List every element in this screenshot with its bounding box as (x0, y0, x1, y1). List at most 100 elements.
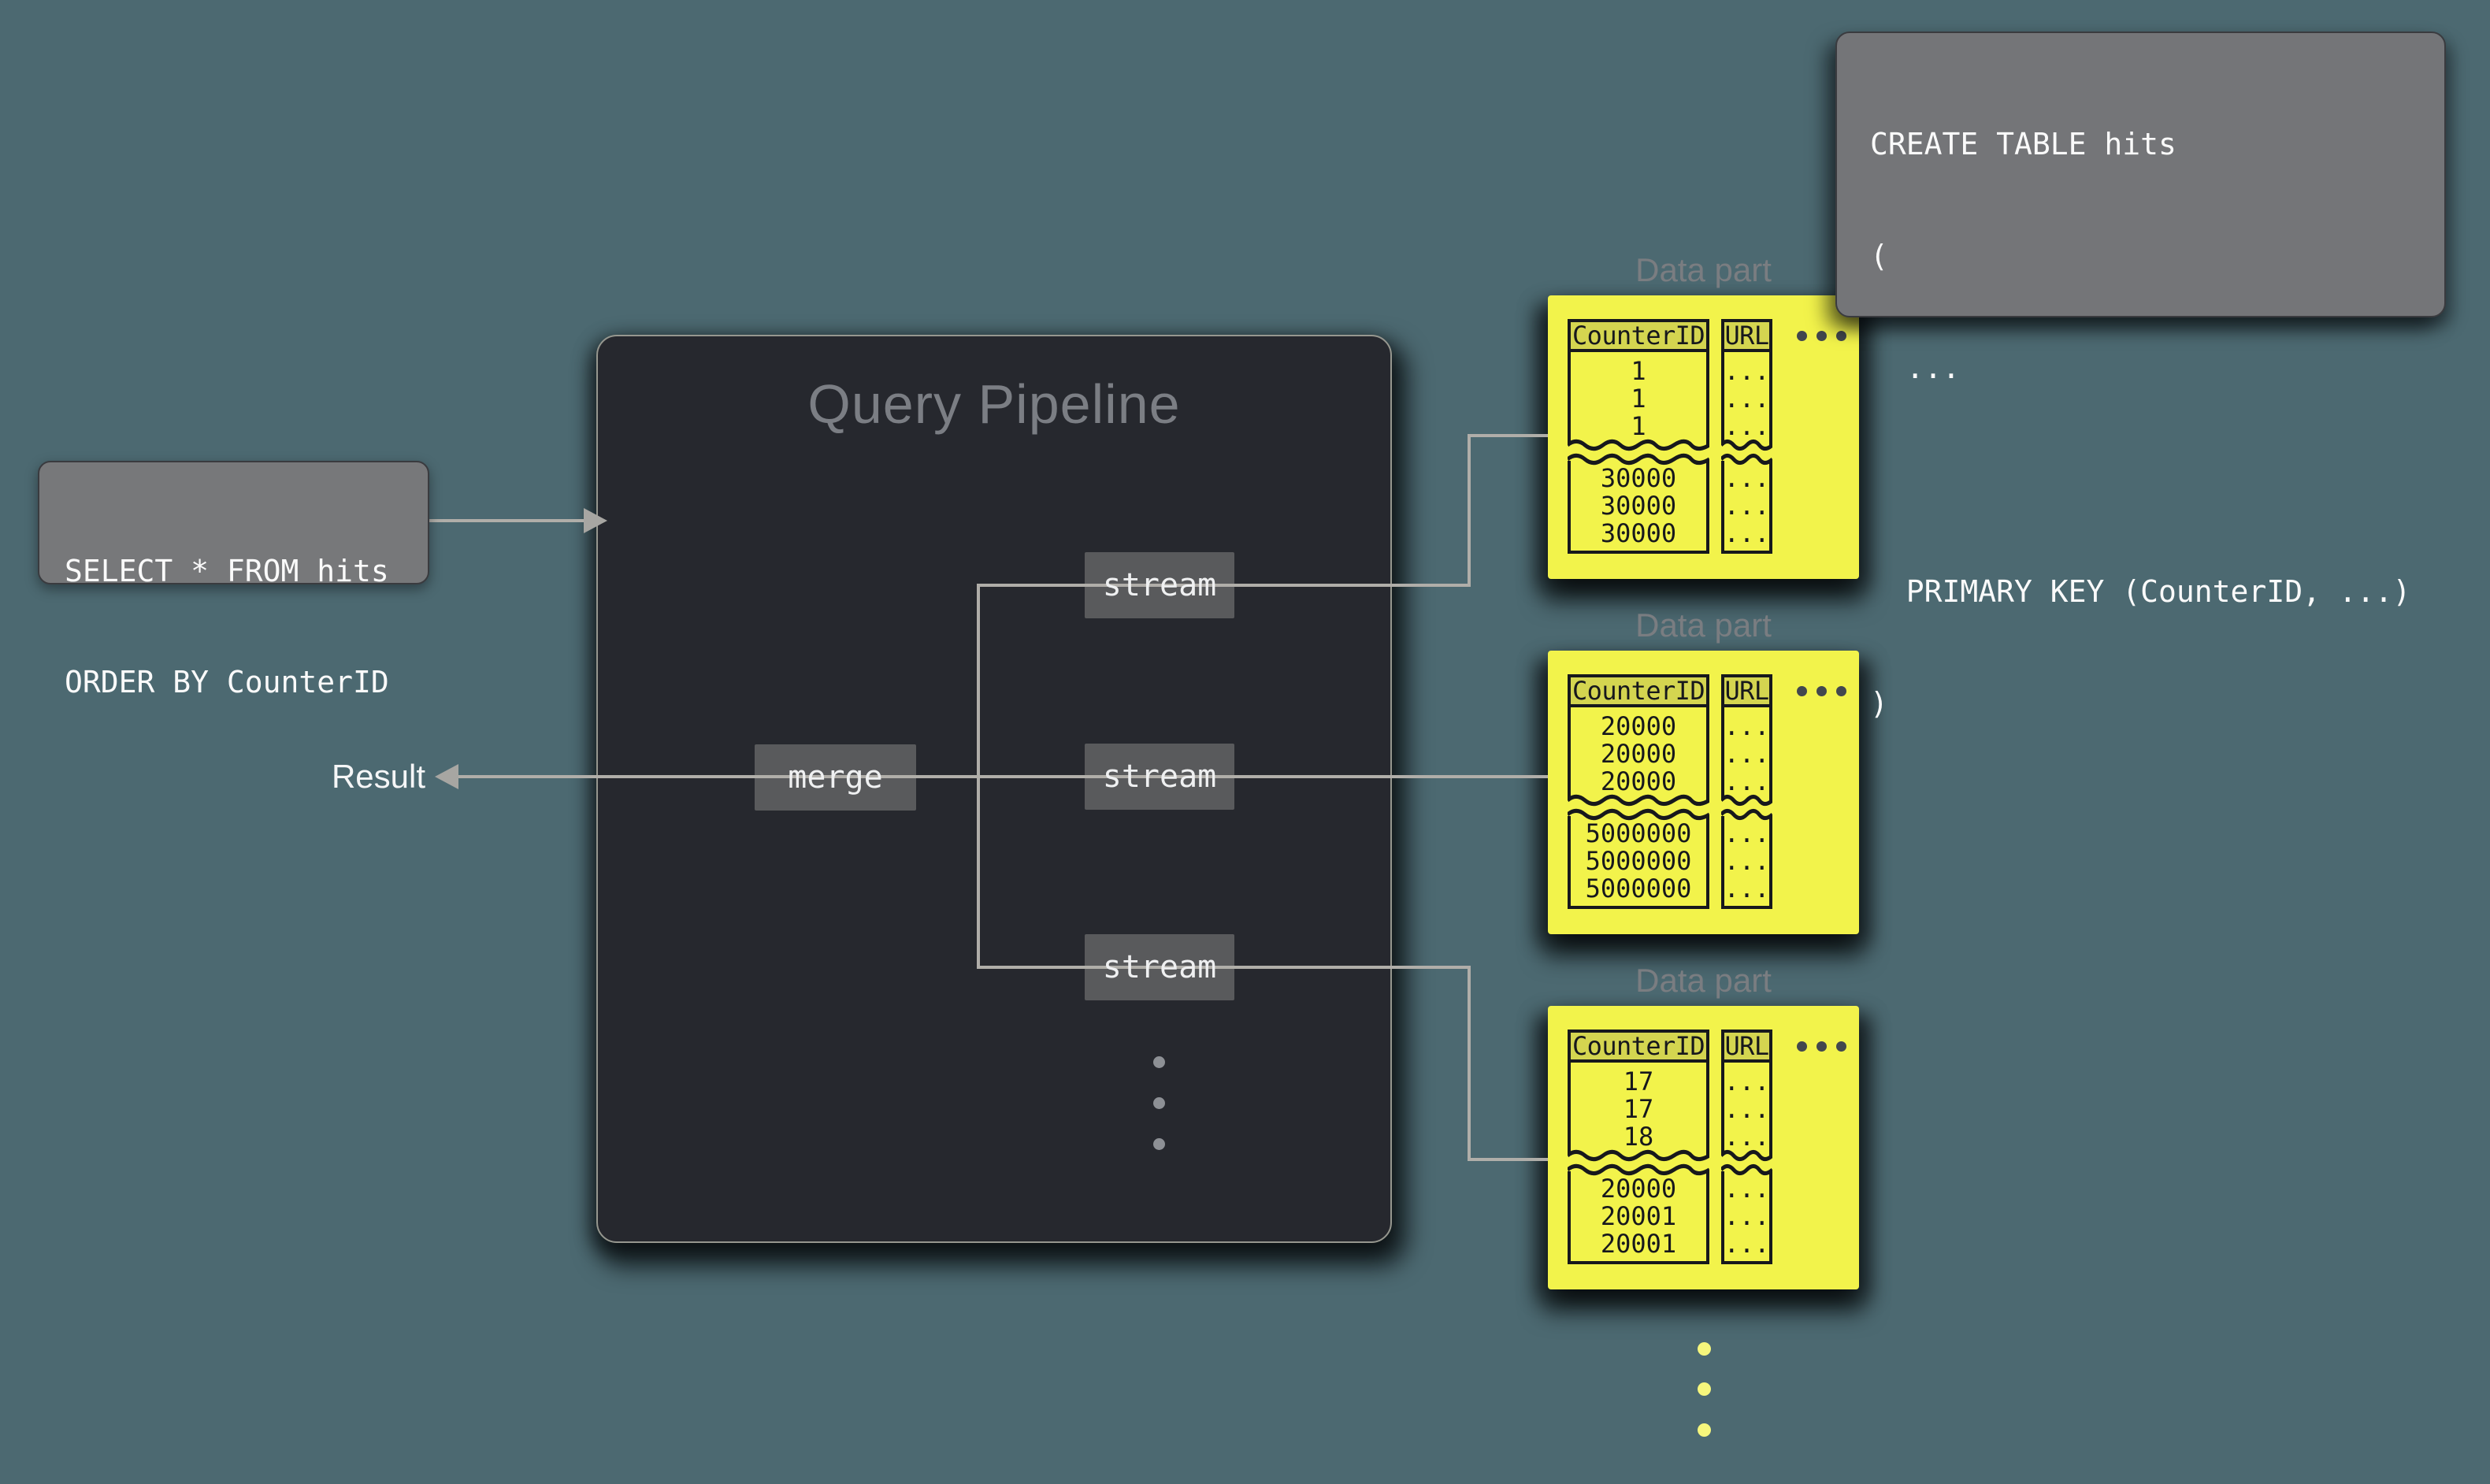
merge-to-result-line (455, 775, 1548, 778)
url-values-top: ... ... ... (1721, 1063, 1772, 1162)
wavy-break (1721, 808, 1772, 821)
cell-value: 17 (1623, 1066, 1654, 1096)
cell-value: ... (1724, 873, 1770, 903)
cell-value: 30000 (1600, 490, 1677, 521)
cell-value: 5000000 (1585, 845, 1692, 876)
wavy-break (1721, 794, 1772, 807)
cell-value: ... (1724, 490, 1770, 521)
stream3-to-datapart3-line (1468, 1158, 1548, 1161)
pipeline-ellipsis-dot (1153, 1138, 1165, 1150)
wavy-break (1568, 439, 1709, 451)
data-part-label: Data part (1635, 251, 1772, 288)
stream-node-label-3: stream (1102, 949, 1217, 985)
cell-value: 20000 (1600, 766, 1677, 796)
cell-value: ... (1724, 766, 1770, 796)
more-data-parts-dot (1698, 1423, 1711, 1437)
cell-value: ... (1724, 1200, 1770, 1231)
cell-value: ... (1724, 1173, 1770, 1204)
url-values-bottom: ... ... ... (1721, 808, 1772, 909)
counterid-values-top: 17 17 18 (1568, 1063, 1709, 1162)
cell-value: 1 (1631, 410, 1646, 441)
wavy-break (1568, 794, 1709, 807)
cell-value: 30000 (1600, 462, 1677, 493)
code-line: ( (1870, 239, 1888, 273)
arrow-left-icon (435, 764, 458, 789)
stream1-to-datapart1-line (1468, 434, 1548, 437)
cell-value: ... (1724, 1093, 1770, 1124)
cell-value: 5000000 (1585, 873, 1692, 903)
code-line: ... (1870, 351, 1961, 385)
data-part-box-2: Data part CounterID 20000 20000 20000 50… (1548, 607, 1859, 934)
cell-value: ... (1724, 818, 1770, 848)
url-column-header: URL (1721, 674, 1772, 707)
url-values-bottom: ... ... ... (1721, 1163, 1772, 1264)
cell-value: 20000 (1600, 710, 1677, 741)
more-columns-ellipsis-icon (1797, 1041, 1846, 1052)
code-line: CREATE TABLE hits (1870, 127, 2176, 161)
cell-value: 20001 (1600, 1228, 1677, 1259)
url-column-header: URL (1721, 1030, 1772, 1063)
stream-fanout-vertical-line (977, 584, 980, 969)
cell-value: ... (1724, 1228, 1770, 1259)
counterid-values-bottom: 5000000 5000000 5000000 (1568, 808, 1709, 909)
cell-value: 20001 (1600, 1200, 1677, 1231)
cell-value: ... (1724, 738, 1770, 769)
counterid-values-top: 1 1 1 (1568, 352, 1709, 451)
cell-value: ... (1724, 1066, 1770, 1096)
more-data-parts-dot (1698, 1382, 1711, 1396)
more-columns-ellipsis-icon (1797, 686, 1846, 696)
counterid-column-header: CounterID (1568, 674, 1709, 707)
wavy-break (1568, 808, 1709, 821)
result-label: Result (331, 758, 425, 795)
stream-node-label-1: stream (1102, 567, 1217, 603)
wavy-break (1721, 1149, 1772, 1162)
cell-value: ... (1724, 383, 1770, 414)
cell-value: 1 (1631, 355, 1646, 386)
data-part-box-3: Data part CounterID 17 17 18 20000 20001… (1548, 962, 1859, 1289)
wavy-break (1721, 439, 1772, 451)
data-part-box-1: Data part CounterID 1 1 1 30000 30000 30… (1548, 251, 1859, 579)
cell-value: 17 (1623, 1093, 1654, 1124)
cell-value: 30000 (1600, 518, 1677, 548)
stream3-line (978, 966, 1471, 969)
url-values-bottom: ... ... ... (1721, 453, 1772, 554)
stream-node-label-2: stream (1102, 759, 1217, 795)
cell-value: ... (1724, 518, 1770, 548)
counterid-column-header: CounterID (1568, 1030, 1709, 1063)
counterid-values-bottom: 20000 20001 20001 (1568, 1163, 1709, 1264)
cell-value: ... (1724, 710, 1770, 741)
create-table-box: CREATE TABLE hits ( ... PRIMARY KEY (Cou… (1835, 32, 2446, 721)
data-part-label: Data part (1635, 607, 1772, 644)
more-columns-ellipsis-icon (1797, 331, 1846, 341)
wavy-break (1568, 1163, 1709, 1176)
merge-node-label: merge (788, 759, 883, 796)
more-data-parts-dot (1698, 1342, 1711, 1356)
code-line: ORDER BY CounterID (65, 665, 389, 699)
wavy-break (1721, 453, 1772, 466)
url-values-top: ... ... ... (1721, 707, 1772, 807)
wavy-break (1568, 1149, 1709, 1162)
cell-value: 1 (1631, 383, 1646, 414)
url-column-header: URL (1721, 319, 1772, 352)
wavy-break (1568, 453, 1709, 466)
arrow-right-icon (584, 508, 607, 533)
stream3-elbow-vertical (1468, 966, 1471, 1161)
data-part-label: Data part (1635, 962, 1772, 999)
pipeline-ellipsis-dot (1153, 1097, 1165, 1109)
code-line: ) (1870, 686, 1888, 721)
counterid-values-bottom: 30000 30000 30000 (1568, 453, 1709, 554)
cell-value: ... (1724, 845, 1770, 876)
code-line (1870, 458, 2411, 501)
cell-value: ... (1724, 462, 1770, 493)
cell-value: ... (1724, 410, 1770, 441)
select-to-pipeline-line (429, 519, 584, 522)
wavy-break (1721, 1163, 1772, 1176)
code-line: PRIMARY KEY (CounterID, ...) (1870, 574, 2411, 609)
cell-value: ... (1724, 355, 1770, 386)
select-query-box: SELECT * FROM hits ORDER BY CounterID (38, 461, 429, 699)
cell-value: 18 (1623, 1121, 1654, 1152)
cell-value: 5000000 (1585, 818, 1692, 848)
query-pipeline-box: Query Pipeline (596, 335, 1392, 1243)
pipeline-title: Query Pipeline (807, 373, 1181, 435)
